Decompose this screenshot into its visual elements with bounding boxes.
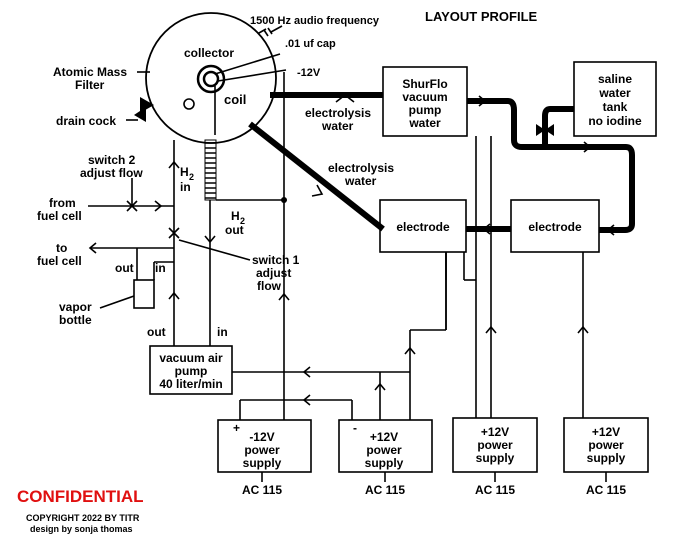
pump-out-label: out	[147, 325, 166, 339]
coil-spring	[205, 140, 216, 200]
coil-label: coil	[224, 92, 246, 107]
electrolysis-water-1-line-1: electrolysis	[305, 106, 371, 120]
vacuum-pump-line-3: 40 liter/min	[159, 377, 222, 391]
saline-line-4: no iodine	[588, 114, 642, 128]
from-fuel-cell-line-1: from	[49, 196, 76, 210]
switch2-line-1: switch 2	[88, 153, 136, 167]
from-fuel-cell-line-2: fuel cell	[37, 209, 82, 223]
switch2-line-2: adjust flow	[80, 166, 143, 180]
electrolysis-water-2-line-2: water	[344, 174, 377, 188]
vapor-out-label: out	[115, 261, 134, 275]
power-supply-2-line-3: supply	[365, 456, 404, 470]
power-supply-3-ac: AC 115	[475, 483, 515, 497]
vapor-bottle-line-1: vapor	[59, 300, 92, 314]
power-arrows	[304, 327, 588, 405]
power-supply-3-line-1: +12V	[481, 425, 509, 439]
power-supply-3-line-2: power	[477, 438, 513, 452]
h2-out-label: out	[225, 223, 244, 237]
power-supply-1-line-3: supply	[243, 456, 282, 470]
power-supply-3-line-3: supply	[476, 451, 515, 465]
electrode-right-label: electrode	[528, 220, 582, 234]
power-supply-4-line-3: supply	[587, 451, 626, 465]
power-supply-4-ac: AC 115	[586, 483, 626, 497]
h2-in-label: in	[180, 180, 191, 194]
power-supply-2-polarity: -	[353, 421, 357, 435]
shurflo-line-3: pump	[409, 103, 442, 117]
pump-in-label: in	[217, 325, 228, 339]
cap-label: .01 uf cap	[285, 38, 336, 50]
shurflo-line-2: vacuum	[402, 90, 447, 104]
confidential-label: CONFIDENTIAL	[17, 487, 144, 506]
power-supply-4-line-2: power	[588, 438, 624, 452]
atomic-filter-label-1: Atomic Mass	[53, 65, 127, 79]
h2-in-h: H	[180, 165, 189, 179]
drain-cock-label: drain cock	[56, 114, 116, 128]
vapor-in-label: in	[155, 261, 166, 275]
electrolysis-water-1-line-2: water	[321, 119, 354, 133]
saline-line-3: tank	[603, 100, 628, 114]
power-supply-2-ac: AC 115	[365, 483, 405, 497]
saline-line-2: water	[598, 86, 631, 100]
h2-out-h: H	[231, 209, 240, 223]
minus12v-label: -12V	[297, 67, 321, 79]
shurflo-line-1: ShurFlo	[402, 77, 447, 91]
to-fuel-cell-line-2: fuel cell	[37, 254, 82, 268]
shurflo-line-4: water	[408, 116, 441, 130]
electrode-left-label: electrode	[396, 220, 450, 234]
switch1-line-2: adjust	[256, 266, 291, 280]
electrolysis-water-2-line-1: electrolysis	[328, 161, 394, 175]
power-supply-1-line-2: power	[244, 443, 280, 457]
audio-frequency-label: 1500 Hz audio frequency	[250, 15, 380, 27]
vacuum-pump-line-1: vacuum air	[159, 351, 223, 365]
vapor-bottle	[134, 280, 154, 308]
power-supply-1-ac: AC 115	[242, 483, 282, 497]
power-supply-1-line-1: -12V	[249, 430, 274, 444]
power-supply-2-line-2: power	[366, 443, 402, 457]
power-supply-1-polarity: +	[233, 421, 240, 435]
power-supply-4-line-1: +12V	[592, 425, 620, 439]
vapor-bottle-line-2: bottle	[59, 313, 92, 327]
vacuum-pump-line-2: pump	[175, 364, 208, 378]
collector-label: collector	[184, 46, 234, 60]
to-fuel-cell-line-1: to	[56, 241, 67, 255]
copyright-label: COPYRIGHT 2022 BY TITR	[26, 513, 140, 523]
power-supply-2-line-1: +12V	[370, 430, 398, 444]
designer-label: design by sonja thomas	[30, 524, 133, 534]
ac-lines	[262, 472, 606, 482]
atomic-filter-label-2: Filter	[75, 78, 105, 92]
switch1-line-1: switch 1	[252, 253, 300, 267]
switch1-line-3: flow	[257, 279, 282, 293]
diagram-title: LAYOUT PROFILE	[425, 9, 538, 24]
saline-line-1: saline	[598, 72, 632, 86]
